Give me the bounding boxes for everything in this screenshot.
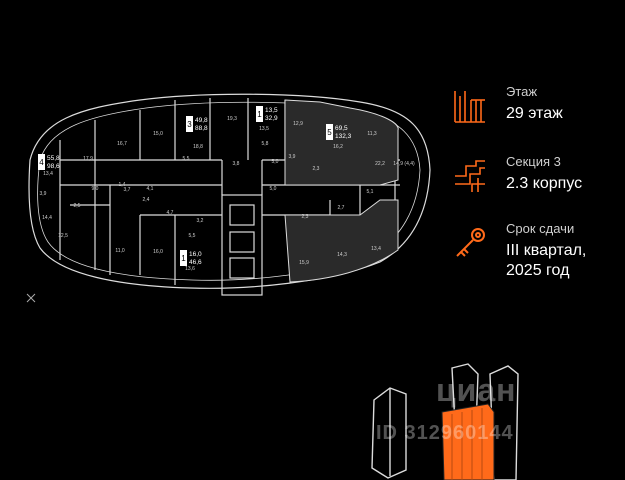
room-area-label: 5,1 [367, 189, 374, 195]
room-area-label: 1,4 [119, 182, 126, 188]
svg-text:88,8: 88,8 [195, 125, 208, 132]
room-area-label: 13,4 [43, 171, 53, 177]
floor-value: 29 этаж [506, 105, 563, 122]
deadline-value-line1: III квартал, [506, 242, 587, 259]
svg-text:98,6: 98,6 [47, 163, 60, 170]
svg-text:5: 5 [327, 128, 332, 137]
tower-left [371, 387, 407, 479]
room-area-label: 11,0 [115, 248, 125, 254]
floor-icon [454, 91, 485, 123]
apartment-section-highlight[interactable] [284, 199, 399, 283]
svg-text:3: 3 [187, 120, 192, 129]
deadline-label: Срок сдачи [506, 221, 575, 236]
svg-text:32,9: 32,9 [265, 115, 278, 122]
room-area-label: 3,7 [124, 187, 131, 193]
room-area-label: 3,2 [197, 218, 204, 224]
room-area-label: 12,9 [293, 121, 303, 127]
room-area-label: 4,1 [147, 186, 154, 192]
room-area-label: 9,0 [92, 186, 99, 192]
room-area-label: 14,3 [337, 252, 347, 258]
room-area-label: 14,4 [42, 215, 52, 221]
building-outline [28, 93, 431, 289]
room-area-label: 2,3 [313, 166, 320, 172]
floor-label: Этаж [506, 84, 538, 99]
svg-text:4: 4 [39, 158, 44, 167]
elevator-core [221, 194, 263, 296]
room-area-label: 3,9 [40, 191, 47, 197]
apartment-badge-5[interactable]: 5 69,5 132,3 [326, 124, 352, 140]
svg-text:16,0: 16,0 [189, 251, 202, 258]
section-label: Секция 3 [506, 154, 561, 169]
room-area-label: 13,6 [185, 266, 195, 272]
floor-plan: 4 55,8 98,6 3 49,8 88,8 1 13,5 32,9 5 69… [26, 93, 431, 303]
room-area-label: 16,7 [117, 141, 127, 147]
svg-text:49,8: 49,8 [195, 117, 208, 124]
room-area-label: 11,3 [367, 131, 377, 137]
room-area-label: 5,0 [270, 186, 277, 192]
key-icon [456, 228, 485, 257]
svg-text:1: 1 [257, 110, 262, 119]
room-area-label: 4,7 [167, 210, 174, 216]
room-area-label: 15,9 [299, 260, 309, 266]
room-area-label: 2,7 [338, 205, 345, 211]
section-value: 2.3 корпус [506, 175, 583, 192]
room-area-label: 17,9 [83, 156, 93, 162]
room-area-label: 13,4 [371, 246, 381, 252]
svg-text:1: 1 [181, 254, 186, 263]
room-area-label: 19,3 [227, 116, 237, 122]
room-area-label: 12,5 [58, 233, 68, 239]
room-area-label: 18,8 [193, 144, 203, 150]
room-area-label: 15,0 [153, 131, 163, 137]
room-area-label: 3,9 [289, 154, 296, 160]
svg-text:69,5: 69,5 [335, 125, 348, 132]
tower-illustration [371, 363, 519, 480]
room-area-label: 16,2 [333, 144, 343, 150]
apartment-badge-3[interactable]: 3 49,8 88,8 [186, 116, 208, 132]
svg-text:55,8: 55,8 [47, 155, 60, 162]
room-area-label: 2,5 [74, 203, 81, 209]
room-area-label: 22,2 [375, 161, 385, 167]
apartment-5-highlight[interactable] [284, 99, 399, 186]
compass-icon [26, 293, 36, 303]
deadline-value-line2: 2025 год [506, 262, 570, 279]
section-icon [455, 160, 485, 192]
room-area-label: 3,8 [233, 161, 240, 167]
room-area-label: 5,5 [189, 233, 196, 239]
apartment-badge-1b[interactable]: 1 16,0 46,6 [180, 250, 202, 266]
svg-text:13,5: 13,5 [265, 107, 278, 114]
svg-text:132,3: 132,3 [335, 133, 352, 140]
room-area-label: 5,5 [183, 156, 190, 162]
apartment-badge-4[interactable]: 4 55,8 98,6 [38, 154, 60, 170]
room-area-label: 5,8 [262, 141, 269, 147]
room-area-label: 13,5 [259, 126, 269, 132]
room-area-label: 2,4 [143, 197, 150, 203]
room-area-label: 16,0 [153, 249, 163, 255]
svg-text:46,6: 46,6 [189, 259, 202, 266]
room-area-label: 14,9 (4,4) [393, 161, 415, 167]
apartment-badge-1a[interactable]: 1 13,5 32,9 [256, 106, 278, 122]
room-area-label: 2,3 [302, 214, 309, 220]
room-area-label: 5,0 [272, 159, 279, 165]
tower-current-section[interactable] [441, 403, 495, 480]
